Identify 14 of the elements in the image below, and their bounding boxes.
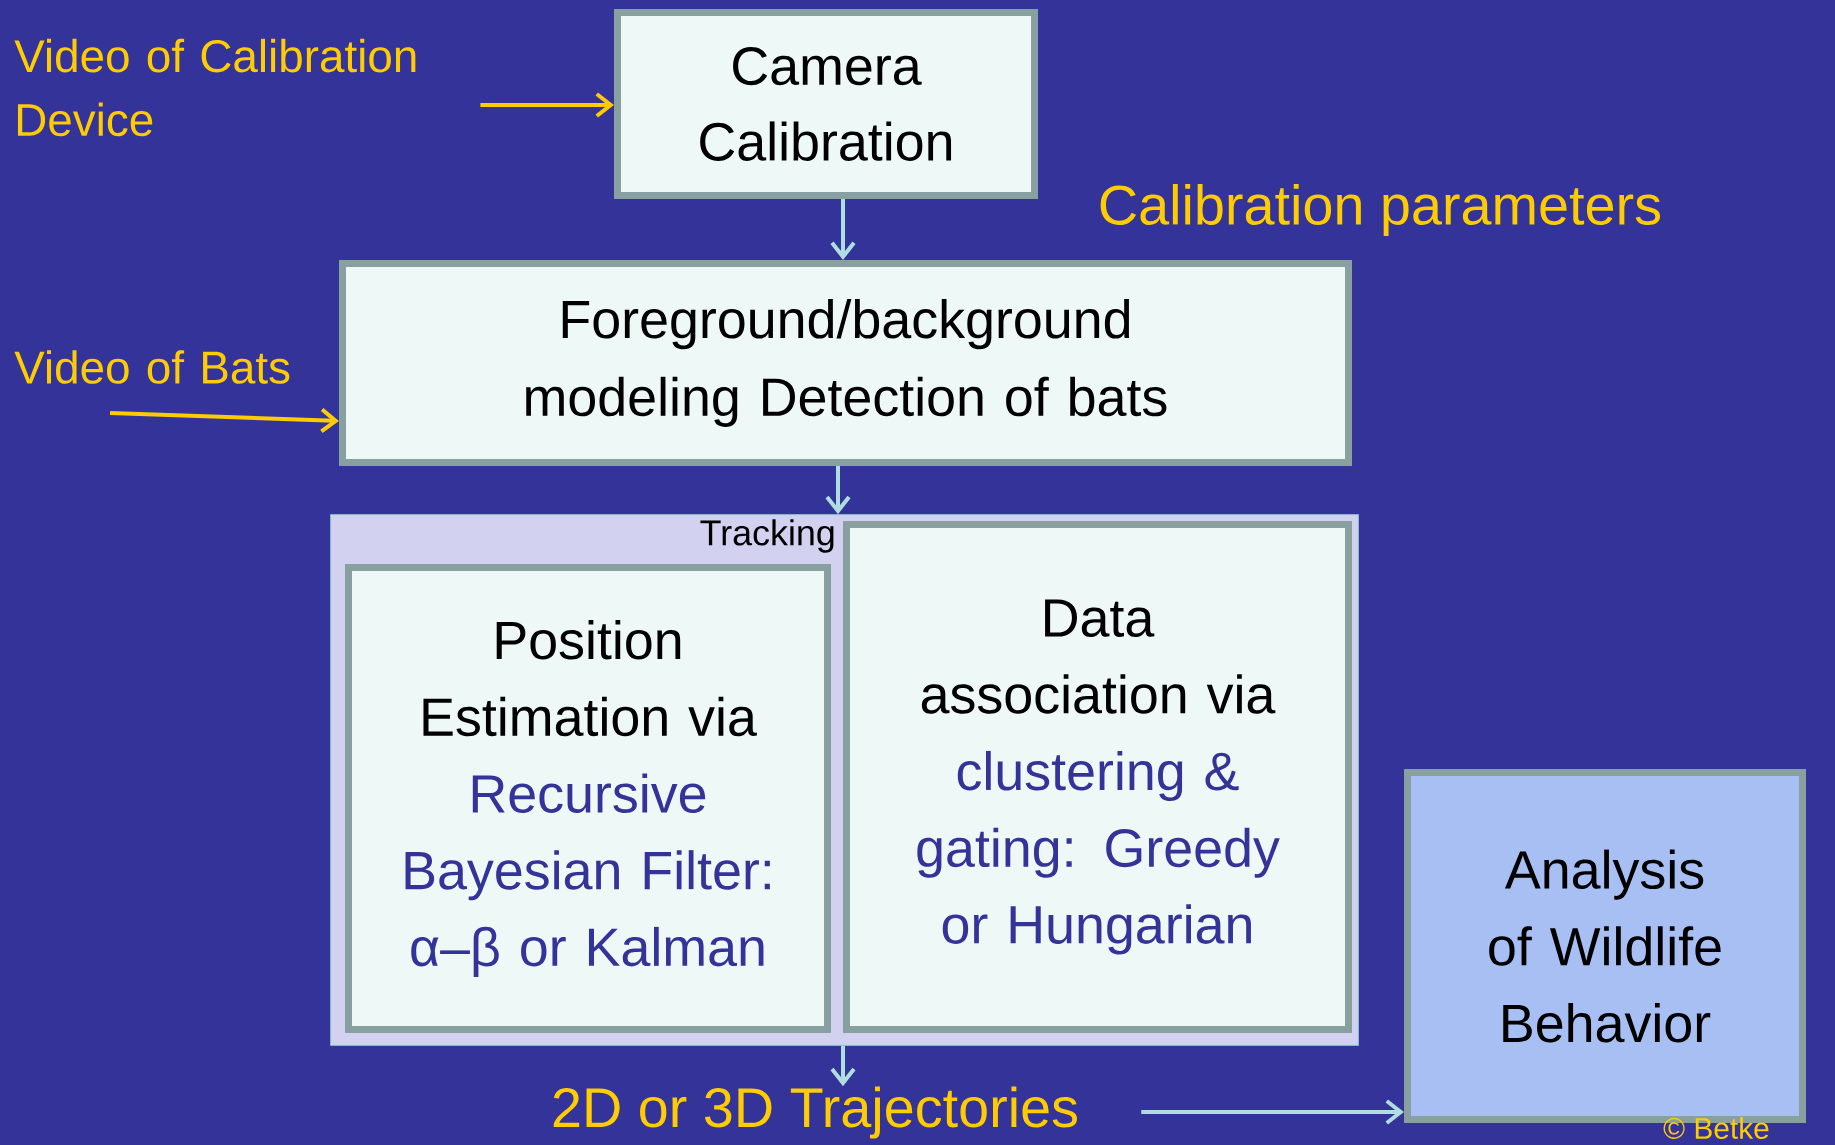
arrow (825, 466, 851, 515)
arrow (830, 199, 856, 260)
output-label: 2D or 3D Trajectories (553, 1086, 1077, 1139)
arrow (109, 407, 339, 433)
process-box: Camera Calibration (614, 9, 1038, 199)
input-label: Video of Calibration Device (14, 38, 416, 137)
input-label: Video of Bats (14, 350, 290, 384)
process-box: Data association via clustering & gating: Greedy or Hungarian (843, 521, 1352, 1033)
process-box: Foreground/background modeling Detection of bats (339, 260, 1352, 466)
label-text: Calibration parameters (1100, 184, 1660, 236)
arrow (1141, 1099, 1404, 1125)
arrow (480, 92, 614, 118)
arrow (830, 1045, 856, 1087)
process-box: Position Estimation via Recursive Bayesian Filter: α–β or Kalman (345, 564, 831, 1033)
